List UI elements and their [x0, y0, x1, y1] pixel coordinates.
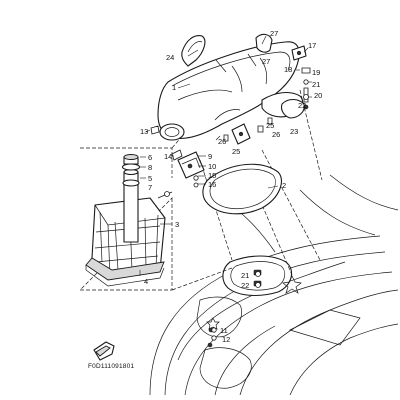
fasteners-18-20 [301, 67, 311, 110]
callout-21-deck: 21 [241, 271, 249, 280]
star-mark-2 [206, 317, 220, 330]
bolts-part-26 [223, 117, 273, 142]
callout-18: 18 [284, 65, 292, 74]
latch-part-17 [291, 45, 307, 61]
deck-hull [149, 174, 399, 396]
callout-20: 20 [314, 91, 322, 100]
star-mark [282, 275, 302, 294]
leader-lines [139, 35, 312, 276]
callout-19: 19 [312, 68, 320, 77]
latch-assembly [171, 149, 205, 188]
callout-26-right: 26 [272, 130, 280, 139]
callout-9: 9 [208, 152, 212, 161]
fasteners-11-12 [211, 327, 217, 341]
callout-14: 14 [164, 152, 172, 161]
callout-10: 10 [208, 162, 216, 171]
callout-17: 17 [308, 41, 316, 50]
callout-2: 2 [282, 181, 286, 190]
bracket-part-25 [231, 123, 251, 145]
callout-8: 8 [148, 163, 152, 172]
callout-21: 21 [312, 80, 320, 89]
callout-11: 11 [220, 326, 228, 335]
callout-15: 15 [208, 171, 216, 180]
callout-25: 25 [232, 147, 240, 156]
bolt-part-13 [150, 125, 160, 135]
callout-27: 27 [262, 57, 270, 66]
callout-5: 5 [148, 174, 152, 183]
callout-27-top: 27 [270, 29, 278, 38]
callout-23: 23 [290, 127, 298, 136]
storage-cover-hood [157, 41, 303, 141]
storage-seal-gasket [202, 163, 282, 215]
callout-6: 6 [148, 153, 152, 162]
callout-13: 13 [140, 127, 148, 136]
callout-3: 3 [175, 220, 179, 229]
callout-24: 24 [166, 53, 174, 62]
clip-part-27 [255, 33, 273, 53]
callout-12: 12 [222, 335, 230, 344]
callout-4: 4 [144, 277, 148, 286]
callout-7: 7 [148, 183, 152, 192]
front-direction-arrow-icon [93, 341, 115, 361]
hinge-part-23 [280, 98, 305, 119]
drawing-number: F0D111091801 [88, 363, 134, 370]
callout-22-deck: 22 [241, 281, 249, 290]
callout-26: 26 [218, 137, 226, 146]
callout-1: 1 [172, 83, 176, 92]
callout-22: 22 [298, 101, 306, 110]
callout-16: 16 [208, 180, 216, 189]
bucket-tube-and-cap [121, 154, 141, 243]
deck-fasteners-21-22 [255, 271, 261, 288]
bolt-part-4 [157, 191, 173, 199]
callout-numbers: 1 2 3 4 5 6 7 8 9 10 11 12 13 14 15 16 1… [140, 29, 322, 344]
grip-part-24 [181, 35, 206, 67]
callout-25-right: 25 [266, 121, 274, 130]
